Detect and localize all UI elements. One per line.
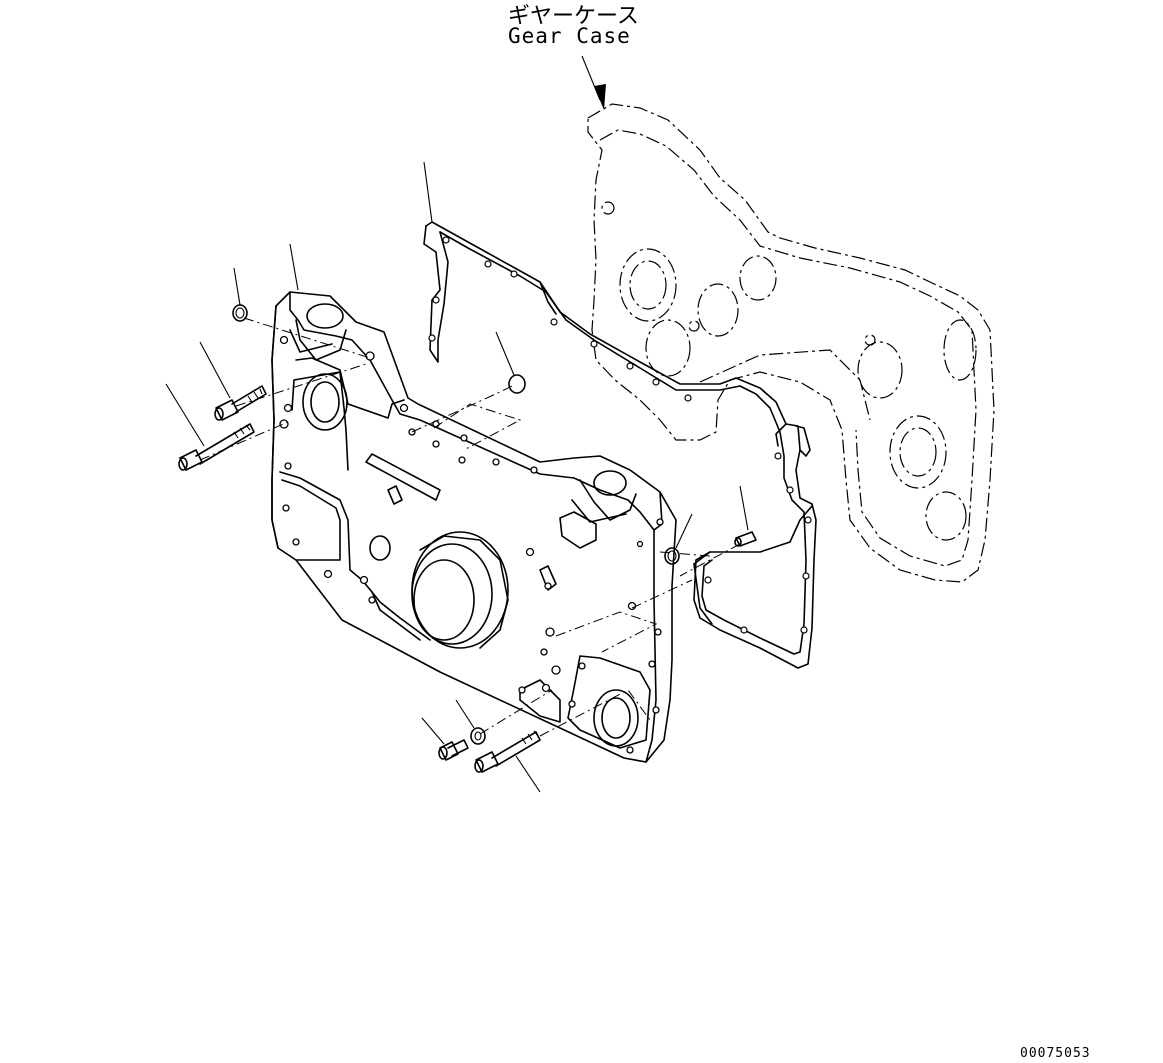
long-bolt-upper	[178, 423, 255, 471]
short-bolt-upper	[214, 385, 267, 421]
front-cover-plate	[271, 291, 677, 763]
washer-lower	[470, 727, 486, 745]
gear-case-phantom-outline	[587, 103, 995, 583]
plug-center	[508, 374, 526, 394]
lower-gasket	[693, 505, 813, 625]
upper-gasket	[423, 221, 817, 669]
gear-case-label-japanese: ギヤーケース	[508, 4, 639, 29]
leader-lines	[165, 161, 693, 793]
gear-case-label: Gear Case	[508, 24, 631, 48]
short-bolt-lower	[438, 739, 469, 761]
alignment-lines	[199, 317, 741, 737]
drawing-number: 00075053	[1020, 1046, 1091, 1061]
plug-right	[664, 547, 680, 565]
long-bolt-lower	[474, 730, 541, 773]
gear-case-leader-arrow	[581, 55, 606, 110]
dowel-pin	[734, 485, 757, 547]
